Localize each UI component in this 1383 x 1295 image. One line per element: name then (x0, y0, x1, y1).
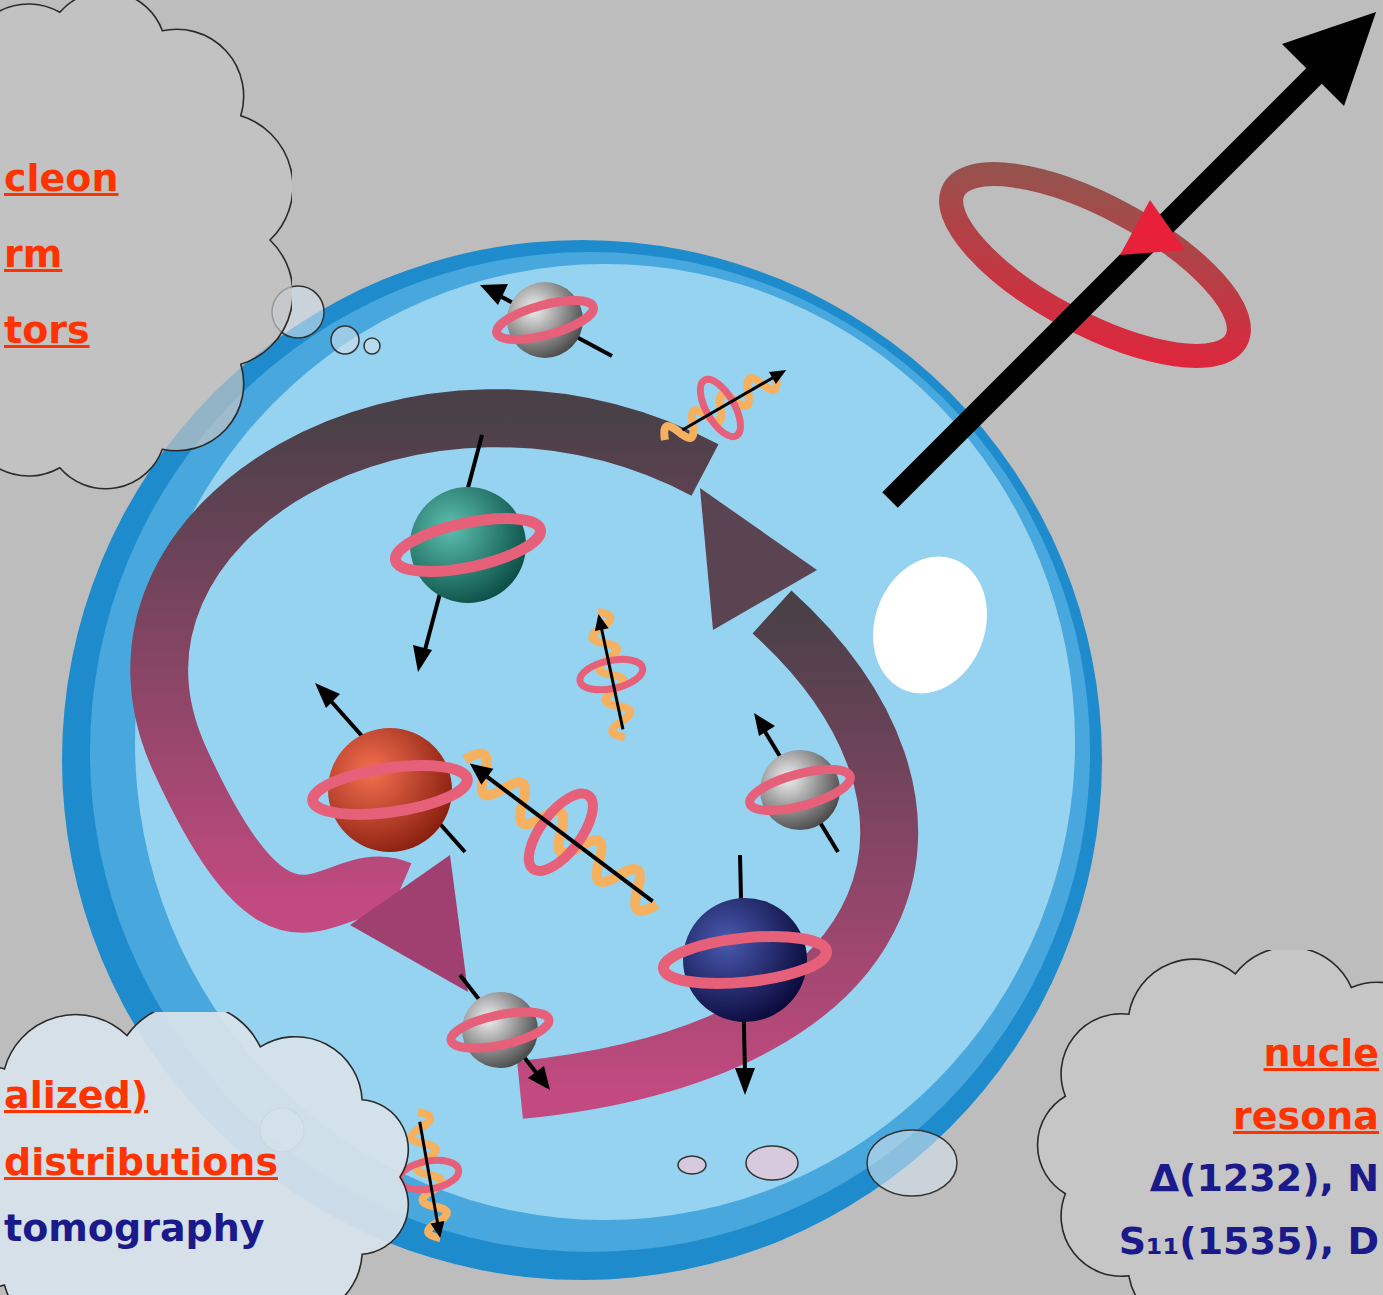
illustration-part (159, 418, 705, 904)
illustration-part (678, 1156, 706, 1174)
orbital-arrows (159, 418, 889, 1090)
quark (391, 435, 545, 672)
gluon (437, 723, 684, 941)
illustration-part (350, 855, 468, 992)
illustration-part (448, 1005, 552, 1055)
illustration-part (493, 293, 597, 348)
illustration-part (364, 338, 380, 354)
cloud-text: alized) distributionstomography (4, 1062, 278, 1262)
topic-heading: nucle resona (1233, 1022, 1379, 1147)
illustration-part (683, 898, 807, 1022)
illustration-part (754, 713, 775, 736)
illustration-part (481, 772, 653, 901)
thought-cloud: nucle resonaΔ(1232), NS₁₁(1535), D (1035, 950, 1383, 1295)
illustration-part (890, 68, 1322, 500)
cloud-shape (0, 1012, 408, 1295)
illustration-part (600, 622, 623, 730)
cloud-text: nucle resonaΔ(1232), NS₁₁(1535), D (1119, 1022, 1379, 1273)
illustration-part (315, 683, 340, 708)
topic-item: S₁₁(1535), D (1119, 1210, 1379, 1273)
illustration-part (528, 1066, 550, 1090)
illustration-part (420, 1122, 439, 1228)
thought-bubbles (260, 286, 957, 1196)
gluon (567, 605, 656, 744)
illustration-part (661, 930, 829, 991)
illustration-part (867, 1130, 957, 1196)
illustration-part (682, 375, 777, 430)
illustration-part (592, 613, 609, 632)
illustration-part (328, 728, 452, 852)
illustration-part (735, 1068, 755, 1095)
spin-arrow (890, 12, 1376, 500)
illustration-part (431, 1221, 448, 1239)
illustration-part (480, 284, 508, 305)
cloud-text: cleon rm tors (4, 140, 118, 368)
illustration-part (700, 488, 817, 630)
illustration-part (413, 645, 432, 672)
gluon (649, 342, 802, 467)
thought-cloud: alized) distributionstomography (0, 1012, 422, 1295)
topic-heading: cleon rm tors (4, 140, 118, 368)
illustration-part (455, 747, 666, 917)
illustration-part (746, 761, 855, 819)
illustration-part (660, 366, 782, 449)
quark (661, 855, 829, 1095)
illustration-part (410, 487, 526, 603)
thought-cloud: cleon rm tors (0, 0, 292, 492)
quark (746, 713, 855, 852)
illustration-part (1282, 12, 1376, 106)
quark (310, 683, 471, 852)
illustration-part (769, 364, 790, 384)
topic-heading: alized) distributions (4, 1062, 278, 1195)
quark (480, 282, 612, 358)
illustration-part (1120, 200, 1185, 255)
illustration-part (507, 282, 583, 358)
illustration-part (391, 508, 545, 582)
illustration-part (587, 610, 635, 740)
illustration-part (746, 1146, 798, 1180)
illustration-part (407, 1110, 451, 1240)
illustration-part (462, 992, 538, 1068)
topic-item: tomography (4, 1195, 278, 1262)
cloud-shape (1038, 950, 1383, 1295)
topic-item: Δ(1232), N (1119, 1147, 1379, 1210)
cloud-shape (0, 0, 292, 489)
illustration-part (854, 540, 1005, 709)
illustration-part (310, 757, 471, 822)
quark (448, 975, 552, 1090)
illustration-part (760, 750, 840, 830)
illustration-part (331, 326, 359, 354)
